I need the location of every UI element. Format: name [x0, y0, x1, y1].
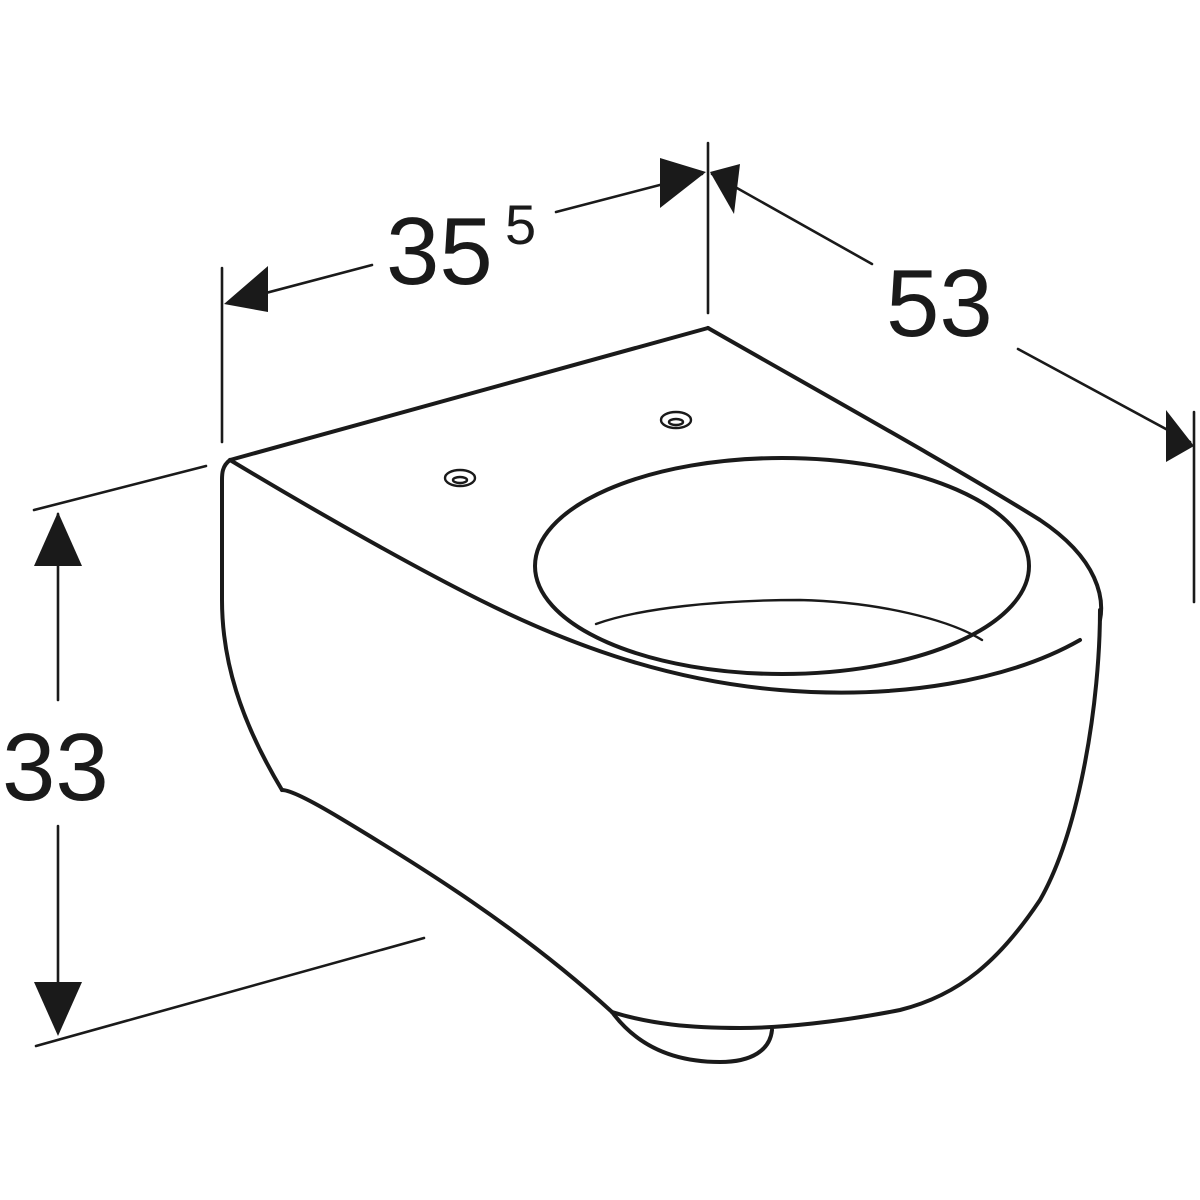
width-arrow-right [660, 158, 706, 208]
width-arrow-left [224, 266, 268, 312]
top-left-edge [228, 458, 1082, 695]
fixing-holes [443, 410, 693, 488]
height-arrow-top [34, 512, 82, 566]
depth-arrow-bottom [1166, 410, 1194, 462]
bottom-edge [280, 788, 614, 1014]
back-corner [220, 458, 284, 792]
top-back-edge [228, 326, 710, 462]
bowl-opening [533, 456, 1031, 676]
top-right-edge [706, 326, 1104, 622]
outlet-bump [610, 1010, 774, 1064]
depth-dimension-line-bottom [1016, 347, 1192, 444]
fixing-hole-left [443, 468, 477, 488]
height-arrow-bottom [34, 982, 82, 1036]
bowl-rim [533, 456, 1031, 676]
wc-bowl-outline [220, 326, 1104, 1064]
depth-dimension: 53 [710, 164, 1196, 604]
depth-dimension-line-top [710, 172, 874, 266]
bowl-inner-edge [594, 598, 984, 642]
front-face-right [610, 608, 1102, 1030]
fixing-hole-right [659, 410, 693, 430]
width-label: 35 [386, 198, 493, 305]
depth-label: 53 [886, 250, 993, 357]
width-label-superscript: 5 [505, 193, 536, 256]
fixing-hole-right-inner [667, 417, 685, 427]
depth-arrow-top [710, 164, 740, 214]
height-label: 33 [2, 714, 109, 821]
height-extension-bottom [34, 936, 426, 1048]
height-extension-top [32, 464, 208, 512]
width-dimension: 35 5 [220, 141, 710, 444]
height-dimension: 33 [2, 464, 426, 1048]
fixing-hole-left-inner [451, 475, 469, 485]
